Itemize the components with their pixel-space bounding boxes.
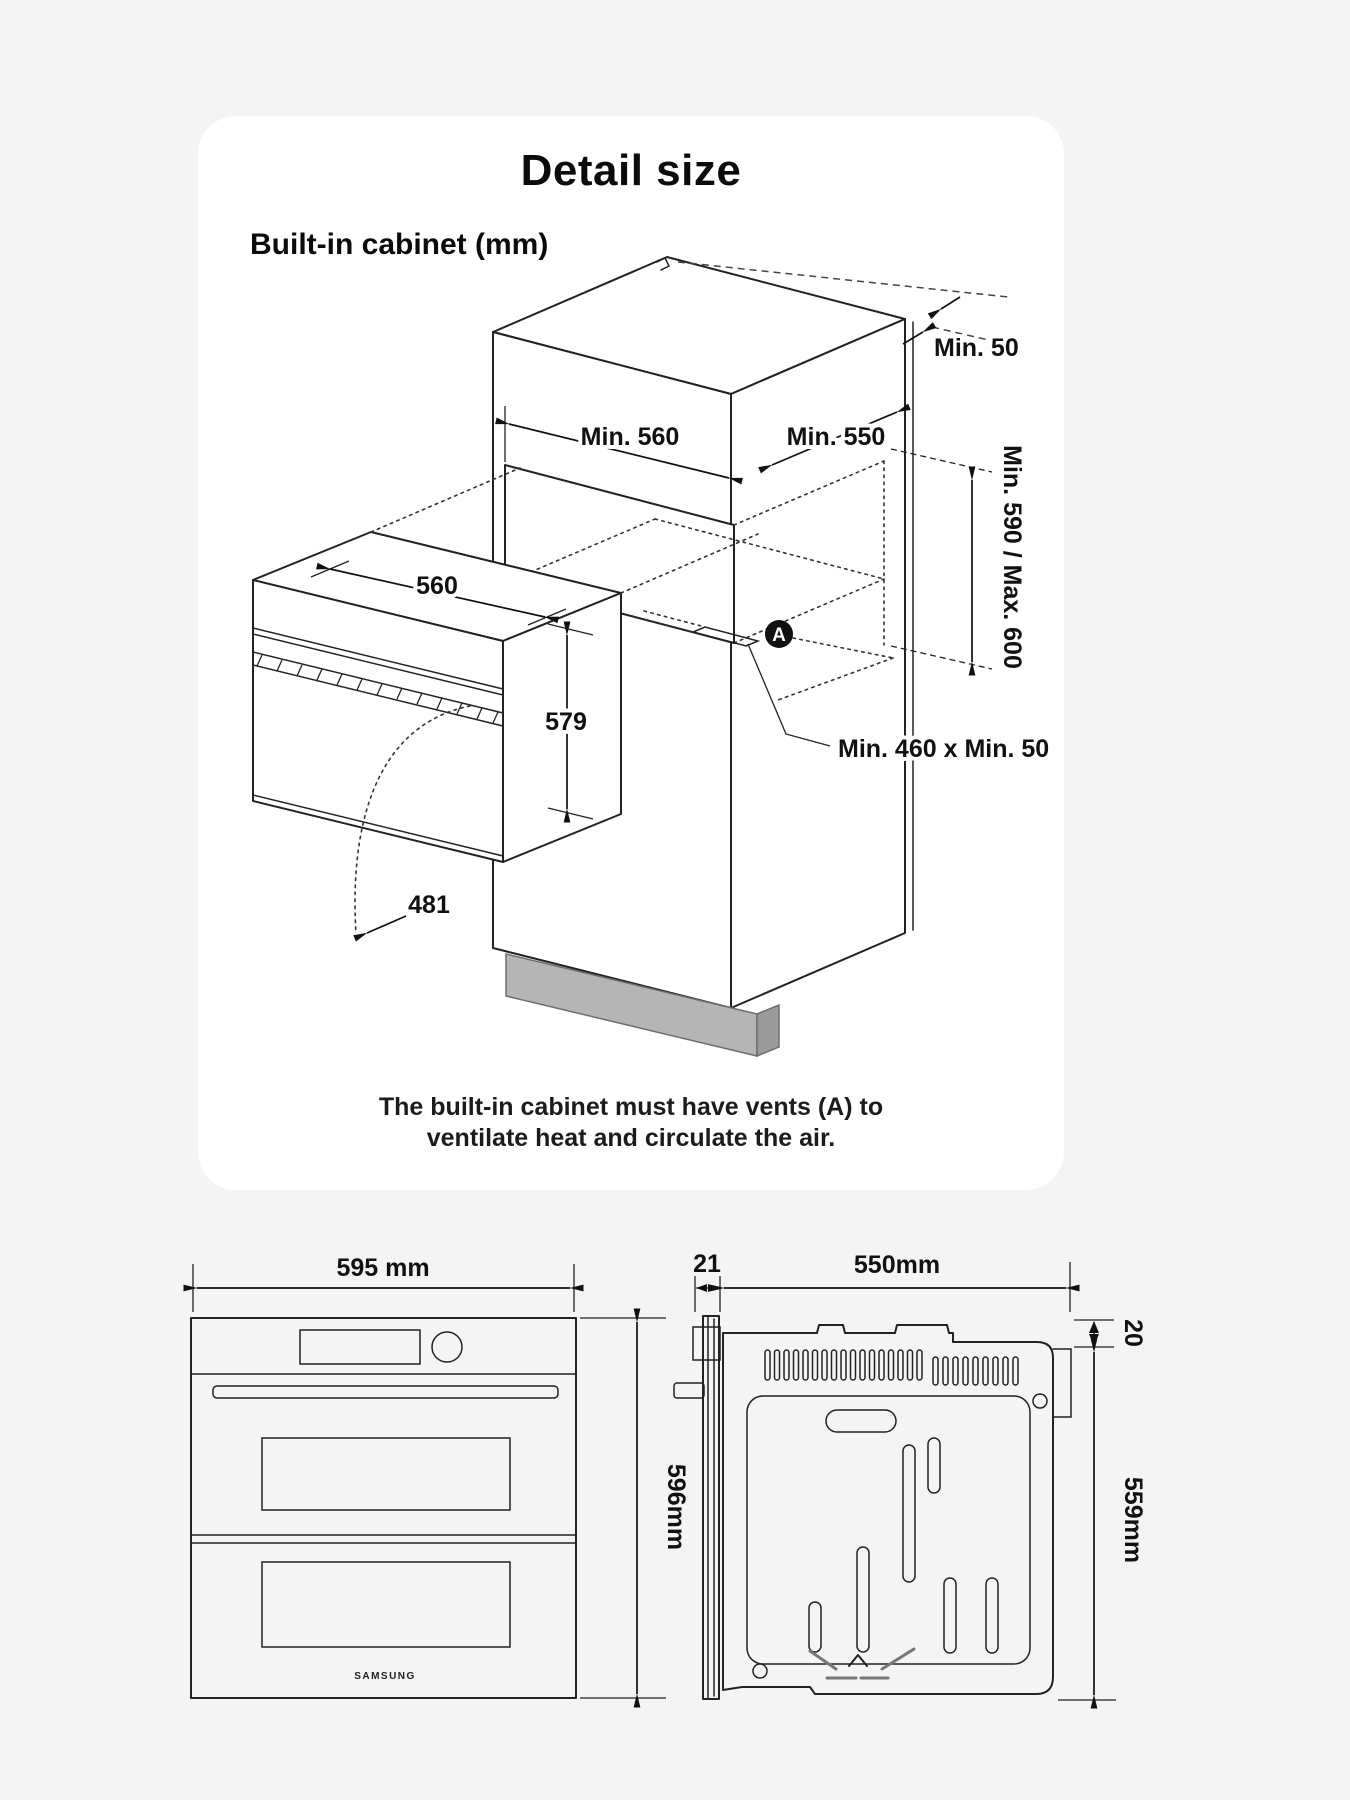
dim-oven-height-label: 579	[545, 708, 587, 736]
dim-top-gap: Min. 50	[902, 296, 1023, 366]
side-mount-bracket	[1052, 1348, 1072, 1418]
dim-vent-slot: Min. 460 x Min. 50	[747, 643, 1053, 767]
wall-notch	[656, 256, 671, 271]
vent-badge-group: A	[765, 620, 894, 701]
front-upper-window	[261, 1437, 511, 1511]
side-control-trim	[692, 1326, 721, 1361]
cabinet-plinth	[505, 953, 780, 1058]
dim-top-gap-label: Min. 50	[934, 334, 1019, 362]
front-width-label: 595 mm	[336, 1254, 429, 1282]
side-screw-bottom	[752, 1663, 768, 1679]
front-dim-height: 596mm	[580, 1308, 694, 1708]
side-top-offset-label: 20	[1119, 1319, 1147, 1347]
side-dim-depth: 550mm	[710, 1247, 1080, 1312]
side-door	[673, 1315, 721, 1700]
side-dim-top-offset: 20	[1074, 1315, 1151, 1351]
wall-dash-line	[677, 261, 1009, 298]
dim-niche-width-label: Min. 560	[581, 423, 680, 451]
page-title: Detail size	[520, 146, 742, 195]
front-height-label: 596mm	[662, 1464, 690, 1550]
dim-vent-slot-label: Min. 460 x Min. 50	[838, 735, 1049, 763]
side-foot-marks	[808, 1647, 916, 1680]
side-door-label: 21	[693, 1250, 721, 1278]
vent-badge-letter: A	[772, 625, 786, 646]
front-body: SAMSUNG	[190, 1317, 577, 1699]
card-subtitle: Built-in cabinet (mm)	[250, 228, 549, 261]
oven-side-view: 21 550mm	[673, 1246, 1151, 1709]
oven-door-bottom-line	[252, 794, 504, 857]
niche-vent-slot	[631, 610, 761, 647]
front-display	[299, 1329, 421, 1365]
dim-oven-width-label: 560	[416, 572, 458, 600]
side-depth-label: 550mm	[854, 1251, 940, 1279]
front-lower-window	[261, 1561, 511, 1648]
oven-control-panel-line	[252, 627, 504, 690]
vent-note-line1: The built-in cabinet must have vents (A)…	[378, 1093, 884, 1121]
side-panel-slots	[808, 1409, 999, 1654]
side-height-label: 559mm	[1119, 1477, 1147, 1563]
front-knob	[431, 1331, 463, 1363]
front-brand-logo: SAMSUNG	[354, 1671, 416, 1682]
dim-niche-depth: Min. 550	[758, 403, 911, 474]
side-chevron-mark	[848, 1654, 868, 1667]
dim-niche-width: Min. 560	[495, 406, 743, 485]
vent-note: The built-in cabinet must have vents (A)…	[198, 1092, 1064, 1154]
oven-front-view: 595 mm SAMSUNG 596mm	[183, 1250, 694, 1708]
side-screw-top	[1032, 1393, 1048, 1409]
dim-niche-height-label: Min. 590 / Max. 600	[998, 445, 1026, 669]
vent-badge-circle	[765, 620, 793, 648]
front-door-divider	[190, 1534, 577, 1544]
front-handle	[212, 1385, 559, 1399]
side-handle	[673, 1382, 705, 1399]
isometric-cabinet-diagram: A Min. 560 Min. 550 Min. 50	[252, 256, 1053, 1058]
wall-dash-line2	[931, 326, 1007, 345]
dim-niche-height: Min. 590 / Max. 600	[890, 441, 1030, 676]
door-swing-arc	[354, 705, 471, 935]
side-vent-row-1	[764, 1349, 923, 1381]
side-dim-height: 559mm	[1058, 1338, 1151, 1709]
dim-door-open-label: 481	[408, 891, 450, 919]
dim-oven-height: 579	[541, 621, 594, 823]
vent-note-line2: ventilate heat and circulate the air.	[426, 1124, 836, 1152]
side-body	[722, 1324, 1072, 1695]
front-dim-width: 595 mm	[183, 1250, 584, 1312]
oven-handle	[252, 651, 504, 727]
dim-oven-width: 560	[310, 560, 567, 626]
side-back-panel	[746, 1395, 1031, 1665]
dim-door-open: 481	[353, 887, 454, 942]
dim-niche-depth-label: Min. 550	[787, 423, 886, 451]
side-dim-door: 21	[689, 1246, 725, 1312]
side-vent-row-2	[932, 1356, 1019, 1386]
